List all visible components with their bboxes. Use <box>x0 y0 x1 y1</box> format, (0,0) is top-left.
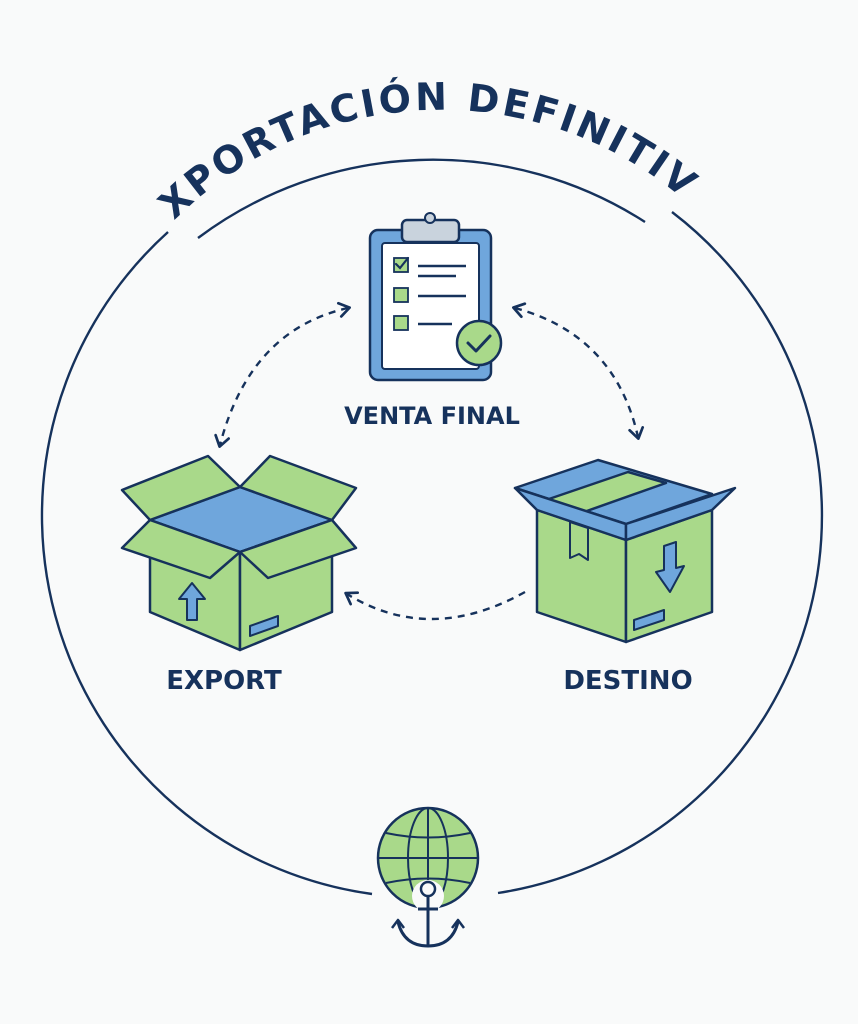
title-underline-arc <box>197 158 646 239</box>
node-label-export: EXPORT <box>166 666 282 696</box>
box-down-arrow-icon <box>513 458 737 644</box>
clipboard-checklist-icon <box>368 212 503 382</box>
arrow-top-to-right <box>512 302 645 440</box>
arrow-top-to-left <box>214 301 351 448</box>
node-label-destino: DESTINO <box>563 666 692 696</box>
outer-circle <box>40 231 373 896</box>
globe-anchor-icon <box>376 806 480 948</box>
node-label-venta-final: VENTA FINAL <box>344 402 520 430</box>
open-box-up-arrow-icon <box>120 454 358 652</box>
outer-circle-right <box>497 211 824 895</box>
arrow-right-to-left <box>344 590 526 621</box>
diagram-title: EXPORTACIÓN DEFINITIVA <box>0 0 705 227</box>
